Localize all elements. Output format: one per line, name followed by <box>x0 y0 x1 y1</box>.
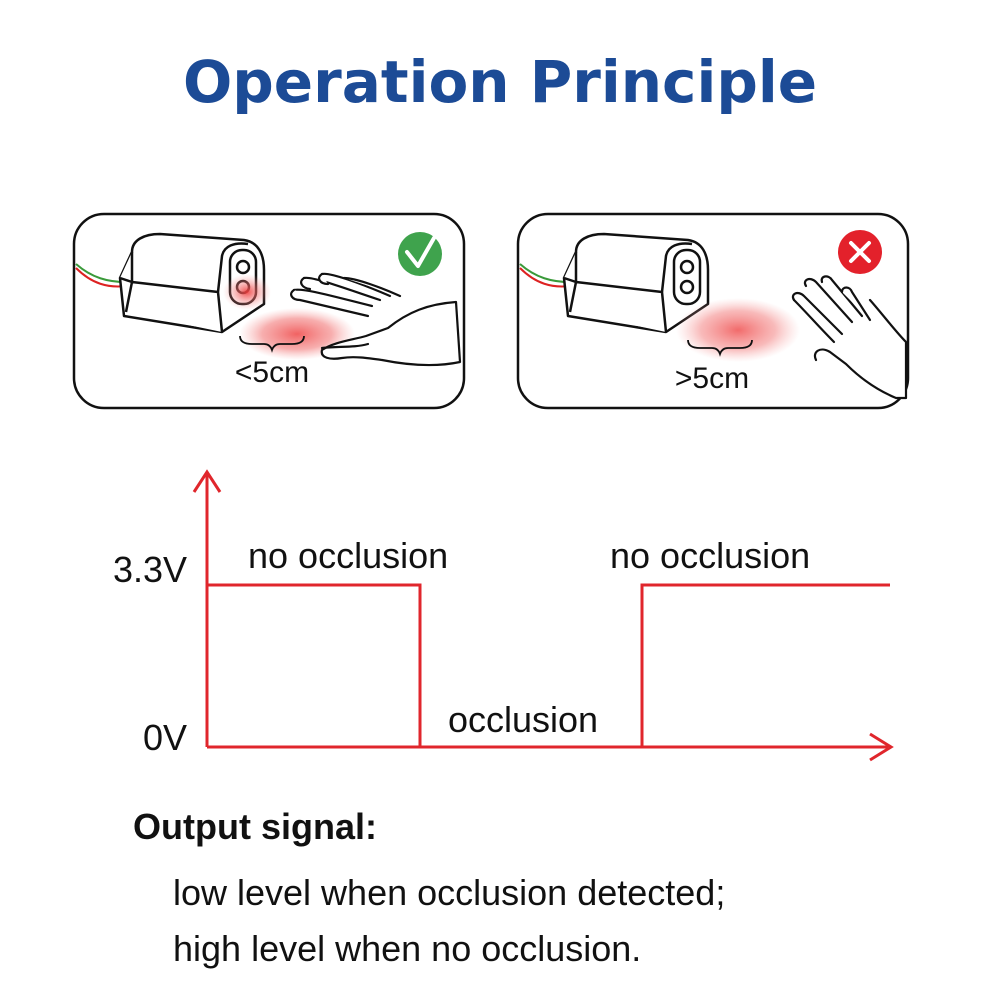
ir-beam <box>676 298 800 362</box>
state-label-occlusion: occlusion <box>448 699 598 740</box>
distance-label-far: >5cm <box>675 362 749 395</box>
hand-near <box>290 272 462 367</box>
page-title: Operation Principle <box>182 48 818 116</box>
output-signal-heading: Output signal: <box>133 806 377 847</box>
panel-far-detection: >5cm <box>516 212 910 410</box>
distance-brace <box>687 339 753 357</box>
signal-waveform-diagram: 3.3V 0V no occlusion occlusion no occlus… <box>113 469 894 762</box>
hand-far <box>791 275 908 400</box>
sensor-glow <box>223 274 271 310</box>
sensor-device <box>562 232 710 334</box>
voltage-high-label: 3.3V <box>113 549 187 590</box>
state-label-no-occlusion-2: no occlusion <box>610 535 810 576</box>
state-label-no-occlusion-1: no occlusion <box>248 535 448 576</box>
cross-icon <box>838 230 882 274</box>
check-icon <box>398 232 442 276</box>
distance-brace <box>239 335 305 353</box>
y-axis-arrow <box>192 469 222 493</box>
panel-near-detection: <5cm <box>72 212 466 410</box>
x-axis-arrow <box>869 732 894 762</box>
output-waveform <box>207 583 890 749</box>
distance-label-near: <5cm <box>235 356 309 389</box>
voltage-low-label: 0V <box>143 717 187 758</box>
output-description-low: low level when occlusion detected; <box>173 872 726 913</box>
output-description-high: high level when no occlusion. <box>173 928 642 969</box>
